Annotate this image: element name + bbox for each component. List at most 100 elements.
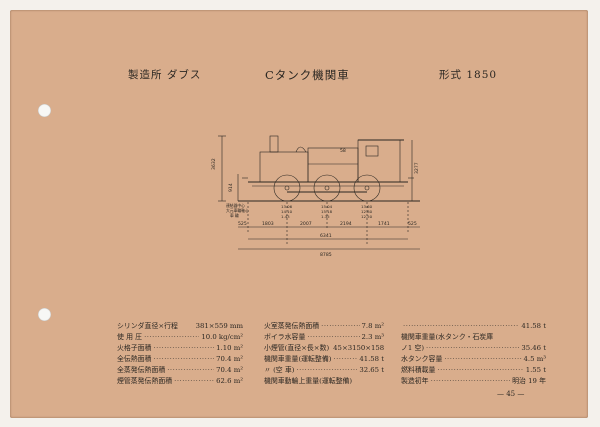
- spec-row: 〃 (空 車)·································…: [264, 365, 384, 376]
- wheel-col-3-a: 13.60: [361, 204, 373, 209]
- spec-label: 水タンク容量: [401, 355, 443, 363]
- spec-label: 燃料積載量: [401, 366, 436, 374]
- dim-overall: 8785: [320, 252, 332, 258]
- page-number: — 45 —: [497, 390, 525, 398]
- spec-leader: ········································…: [153, 344, 214, 352]
- spec-label: 機関車重量(運転整備): [264, 355, 332, 363]
- dim-right-end: 525: [408, 221, 417, 227]
- spec-leader: ········································…: [444, 355, 522, 363]
- wheel-col-2-a: 15.04: [321, 204, 333, 209]
- spec-label: 全伝熱面積: [117, 355, 152, 363]
- spec-row: 火室蒸発伝熱面積································…: [264, 321, 384, 332]
- locomotive-drawing: 58 3632 914 3277 連結器中心 大元車輪軸心 車 輪 13.06 …: [211, 135, 420, 258]
- dim-1: 1803: [262, 221, 274, 227]
- side-note-3: 車 輪: [230, 213, 239, 218]
- wheel-col-1-b: 14.10: [281, 209, 293, 214]
- spec-label: 使 用 圧: [117, 333, 143, 341]
- spec-label: 火格子面積: [117, 344, 152, 352]
- spec-value: 1.10 m²: [216, 344, 243, 352]
- spec-row: 火格子面積···································…: [117, 343, 243, 354]
- form-number: 形式 1850: [439, 69, 498, 81]
- spec-value: 70.4 m²: [216, 366, 243, 374]
- wheel-col-3-b: 12.80: [361, 209, 373, 214]
- spec-row: 全伝熱面積···································…: [117, 354, 243, 365]
- spec-value: 1.55 t: [525, 366, 546, 374]
- spec-leader: ········································…: [296, 366, 357, 374]
- plate-label: 58: [340, 148, 346, 154]
- spec-value: 41.58 t: [359, 355, 384, 363]
- spec-leader: ········································…: [426, 344, 519, 352]
- height-right: 3277: [414, 162, 420, 174]
- spec-label: 煙管蒸発伝熱面積: [117, 377, 173, 385]
- spec-label: 製造初年: [401, 377, 429, 385]
- spec-value: 明治 19 年: [512, 377, 546, 385]
- wheel-col-2-c: 1.35: [321, 214, 330, 219]
- spec-label: シリンダ直径×行程: [117, 322, 178, 330]
- spec-label: 火室蒸発伝熱面積: [264, 322, 320, 330]
- spec-leader: [180, 321, 194, 332]
- spec-value: 45×3150×158: [333, 344, 385, 352]
- spec-row: 全蒸発伝熱面積·································…: [117, 365, 243, 376]
- spec-row: 機関車動輪上重量(運転整備): [264, 376, 384, 387]
- spec-leader: ········································…: [321, 322, 359, 330]
- punch-hole-bottom: [38, 308, 51, 321]
- spec-row: ボイラ水容量··································…: [264, 332, 384, 343]
- spec-value: 62.6 m²: [216, 377, 243, 385]
- catalog-card: [10, 10, 588, 418]
- dim-2: 2007: [300, 221, 312, 227]
- spec-leader: ········································…: [167, 366, 214, 374]
- spec-leader: ········································…: [144, 333, 200, 341]
- spec-leader: ········································…: [437, 366, 524, 374]
- spec-row: 使 用 圧···································…: [117, 332, 243, 343]
- punch-hole-top: [38, 104, 51, 117]
- wheel-col-1-a: 13.06: [281, 204, 293, 209]
- spec-label: 機関車重量(水タンク・石炭庫: [401, 333, 494, 341]
- model-title: Cタンク機関車: [265, 68, 350, 82]
- spec-value: 7.8 m²: [361, 322, 384, 330]
- spec-leader: ········································…: [333, 355, 357, 363]
- spec-leader: ········································…: [307, 333, 359, 341]
- dim-left-end: 525: [238, 221, 247, 227]
- spec-leader: ········································…: [174, 377, 214, 385]
- side-note-1: 連結器中心: [226, 203, 245, 208]
- spec-row: シリンダ直径×行程 381×559 mm: [117, 321, 243, 332]
- spec-row: 機関車重量(水タンク・石炭庫: [401, 332, 546, 343]
- spec-row: 水タンク容量··································…: [401, 354, 546, 365]
- spec-row: ········································…: [401, 321, 546, 332]
- height-left: 3632: [211, 158, 217, 170]
- spec-value: 2.3 m³: [361, 333, 384, 341]
- spec-label: 機関車動輪上重量(運転整備): [264, 377, 353, 385]
- side-note-2: 大元車輪軸心: [226, 208, 249, 213]
- wheel-col-1-c: 1.43: [281, 214, 290, 219]
- spec-leader: ········································…: [153, 355, 214, 363]
- spec-value: 41.58 t: [521, 322, 546, 330]
- wheel-col-2-b: 15.18: [321, 209, 333, 214]
- spec-row: 煙管蒸発伝熱面積································…: [117, 376, 243, 387]
- dim-wheelbase-total: 6341: [320, 233, 332, 239]
- spec-label: 〃 (空 車): [264, 366, 295, 374]
- spec-row: 燃料積載量···································…: [401, 365, 546, 376]
- spec-leader: ········································…: [430, 377, 511, 385]
- spec-leader: ········································…: [403, 322, 519, 330]
- spec-value: 32.65 t: [359, 366, 384, 374]
- spec-label: 小煙管(直径×長×数): [264, 344, 330, 352]
- maker-label: 製造所 ダブス: [128, 69, 202, 81]
- spec-leader: [495, 332, 544, 343]
- spec-value: 10.0 kg/cm²: [201, 333, 243, 341]
- spec-row: 小煙管(直径×長×数)45×3150×158: [264, 343, 384, 354]
- spec-label: 全蒸発伝熱面積: [117, 366, 166, 374]
- spec-row: 機関車重量(運転整備)·····························…: [264, 354, 384, 365]
- wheel-col-3-c: 12.50: [361, 214, 373, 219]
- spec-label: ノ1 空): [401, 344, 425, 352]
- dim-4: 1741: [378, 221, 390, 227]
- height-inner: 914: [228, 183, 234, 192]
- spec-row: ノ1 空)···································…: [401, 343, 546, 354]
- spec-value: 381×559 mm: [195, 322, 243, 330]
- spec-value: 4.5 m³: [523, 355, 546, 363]
- dim-3: 2194: [340, 221, 352, 227]
- spec-value: 35.46 t: [521, 344, 546, 352]
- spec-leader: [354, 376, 382, 387]
- spec-label: ボイラ水容量: [264, 333, 306, 341]
- spec-value: 70.4 m²: [216, 355, 243, 363]
- spec-row: 製造初年····································…: [401, 376, 546, 387]
